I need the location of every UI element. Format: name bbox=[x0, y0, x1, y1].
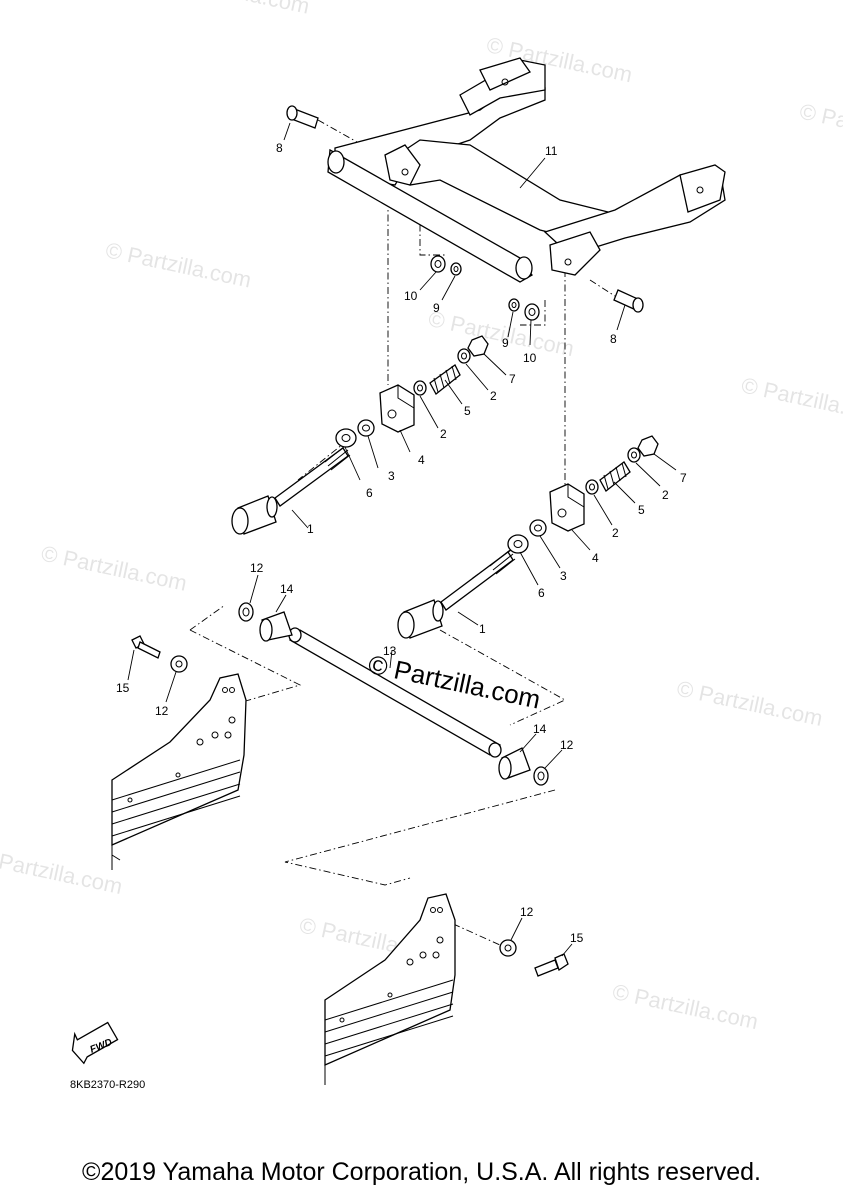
callout-10: 10 bbox=[404, 289, 418, 303]
bolts-15 bbox=[127, 635, 573, 977]
callout-12: 12 bbox=[155, 704, 169, 718]
callout-15: 15 bbox=[116, 681, 130, 695]
watermark: © Partzilla.com bbox=[739, 372, 843, 427]
callout-labels: 8 11 10 9 9 10 8 7 2 5 2 4 3 6 1 7 2 5 2… bbox=[116, 141, 687, 945]
callout-2: 2 bbox=[662, 488, 669, 502]
callout-2: 2 bbox=[612, 526, 619, 540]
callout-12: 12 bbox=[520, 905, 534, 919]
callout-1: 1 bbox=[479, 622, 486, 636]
watermark: © Partzilla.com bbox=[797, 99, 843, 154]
watermark: © Partzilla.com bbox=[610, 979, 760, 1034]
callout-6: 6 bbox=[538, 586, 545, 600]
callout-2: 2 bbox=[440, 427, 447, 441]
stopper-assembly-left bbox=[231, 335, 507, 535]
callout-7: 7 bbox=[680, 471, 687, 485]
callout-3: 3 bbox=[388, 469, 395, 483]
callout-10: 10 bbox=[523, 351, 537, 365]
pin-8-upper bbox=[283, 105, 319, 141]
callout-11: 11 bbox=[545, 144, 558, 158]
watermark: © Partzilla.com bbox=[0, 844, 125, 899]
callout-9: 9 bbox=[502, 336, 509, 350]
callout-15: 15 bbox=[570, 931, 584, 945]
callout-8: 8 bbox=[276, 141, 283, 155]
center-watermark: © Partzilla.com bbox=[366, 649, 544, 715]
callout-7: 7 bbox=[509, 372, 516, 386]
stopper-assembly-right bbox=[397, 435, 677, 639]
callout-9: 9 bbox=[433, 301, 440, 315]
diagram-code: 8KB2370-R290 bbox=[70, 1079, 145, 1091]
callout-2: 2 bbox=[490, 389, 497, 403]
washers-9-10 bbox=[419, 255, 540, 346]
pin-8-lower bbox=[613, 289, 644, 331]
callout-4: 4 bbox=[592, 551, 599, 565]
callout-12: 12 bbox=[250, 561, 264, 575]
watermark: © Partzilla.com bbox=[162, 0, 312, 19]
callout-14: 14 bbox=[280, 582, 294, 596]
copyright-notice: ©2019 Yamaha Motor Corporation, U.S.A. A… bbox=[82, 1158, 761, 1186]
callout-8: 8 bbox=[610, 332, 617, 346]
cross-shaft bbox=[165, 574, 563, 957]
watermark: © Partzilla.com bbox=[426, 306, 576, 361]
callout-3: 3 bbox=[560, 569, 567, 583]
callout-5: 5 bbox=[464, 404, 471, 418]
right-track-frame bbox=[324, 893, 456, 1085]
callout-14: 14 bbox=[533, 722, 547, 736]
callout-1: 1 bbox=[307, 522, 314, 536]
fwd-arrow-icon: FWD bbox=[71, 1021, 119, 1065]
rear-arm bbox=[327, 57, 726, 283]
callout-12: 12 bbox=[560, 738, 574, 752]
watermark: © Partzilla.com bbox=[103, 237, 253, 292]
watermark: © Partzilla.com bbox=[39, 541, 189, 596]
left-track-frame bbox=[111, 673, 247, 870]
callout-6: 6 bbox=[366, 486, 373, 500]
callout-5: 5 bbox=[638, 503, 645, 517]
watermark: © Partzilla.com bbox=[675, 676, 825, 731]
callout-13: 13 bbox=[383, 644, 397, 658]
callout-4: 4 bbox=[418, 453, 425, 467]
